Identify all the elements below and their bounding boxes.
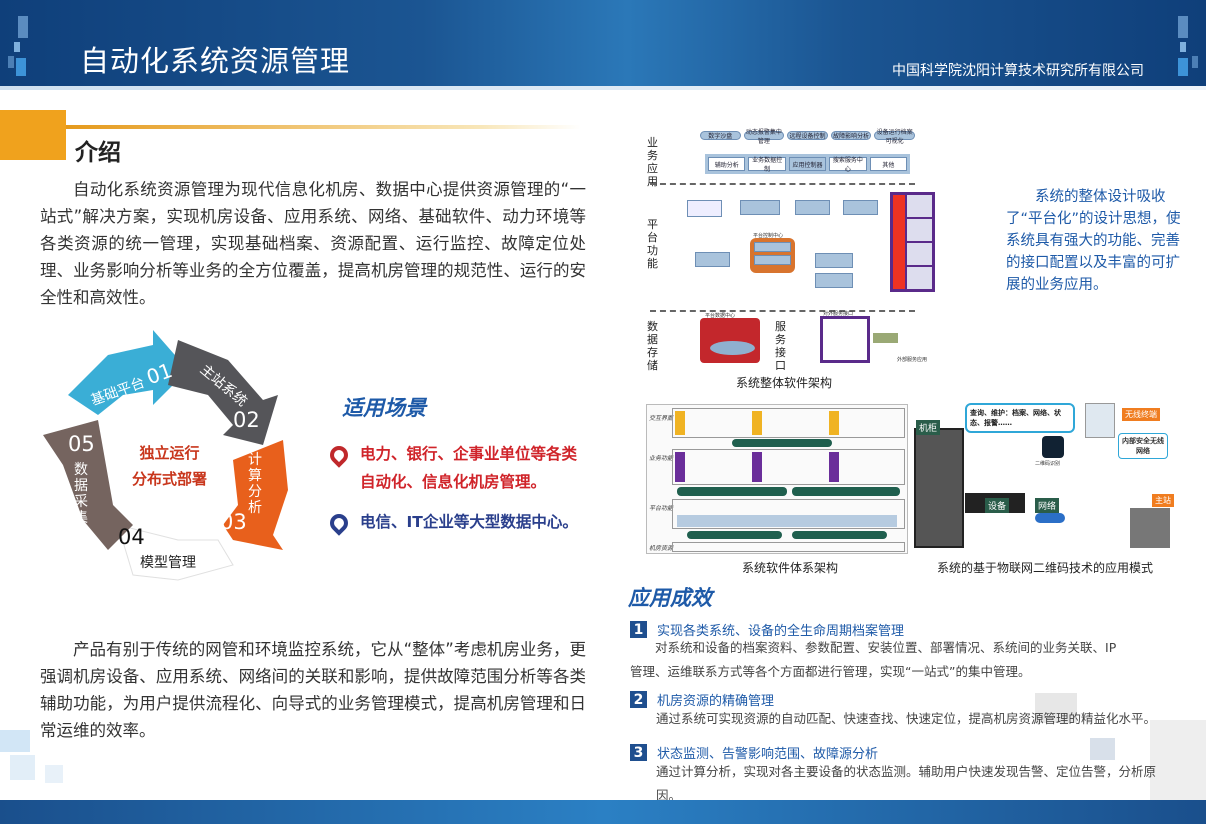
benefits-heading: 应用成效 bbox=[628, 586, 712, 610]
intro-heading: 介绍 bbox=[75, 140, 121, 166]
decorative-square bbox=[1150, 720, 1206, 800]
software-architecture-caption: 系统软件体系架构 bbox=[742, 561, 839, 575]
decorative-square bbox=[45, 765, 63, 783]
decorative-square bbox=[1090, 738, 1115, 760]
segment-04-shape bbox=[117, 524, 234, 581]
architecture-diagram: 业务应用 平台功能 数据存储 服务接口 数字沙盘 动态报警集中管理 远程设备控制… bbox=[645, 128, 935, 373]
segment-04-num: 04 bbox=[118, 525, 145, 549]
page-footer bbox=[0, 800, 1206, 824]
software-architecture-diagram: 交互界面 业务功能 平台功能 机房资源 bbox=[646, 404, 908, 554]
iot-caption: 系统的基于物联网二维码技术的应用模式 bbox=[937, 561, 1154, 575]
design-description: 系统的整体设计吸收了“平台化”的设计思想，使系统具有强大的功能、完善的接口配置以… bbox=[1006, 189, 1181, 293]
scenario-item: 电信、IT企业等大型数据中心。 bbox=[326, 508, 600, 536]
header-strip bbox=[0, 86, 1206, 90]
segment-02-num: 02 bbox=[233, 408, 260, 432]
cycle-center: 独立运行 分布式部署 bbox=[132, 444, 208, 488]
page-header: 自动化系统资源管理 中国科学院沈阳计算技术研究所有限公司 bbox=[0, 0, 1206, 86]
segment-02-shape bbox=[168, 340, 278, 445]
segment-05-num: 05 bbox=[68, 432, 95, 456]
decorative-square bbox=[0, 730, 30, 752]
scenarios-heading: 适用场景 bbox=[342, 396, 426, 420]
intro-paragraph: 自动化系统资源管理为现代信息化机房、数据中心提供资源管理的“一站式”解决方案，实… bbox=[40, 180, 586, 307]
page-title: 自动化系统资源管理 bbox=[80, 44, 351, 78]
segment-04-label: 模型管理 bbox=[140, 555, 196, 571]
architecture-caption: 系统整体软件架构 bbox=[736, 376, 833, 390]
decorative-square bbox=[1035, 693, 1077, 723]
section-divider bbox=[66, 125, 581, 129]
segment-03-num: 03 bbox=[220, 510, 247, 534]
cycle-diagram bbox=[43, 330, 288, 581]
scenario-item: 电力、银行、企事业单位等各类自动化、信息化机房管理。 bbox=[326, 440, 590, 496]
product-paragraph: 产品有别于传统的网管和环境监控系统，它从“整体”考虑机房业务，更强调机房设备、应… bbox=[40, 640, 586, 740]
segment-05-label: 数据采集 bbox=[74, 462, 88, 526]
company-name: 中国科学院沈阳计算技术研究所有限公司 bbox=[892, 63, 1144, 79]
iot-qr-diagram: 机柜 设备 网络 二维码识别 查询、维护：档案、网络、状态、报警…… 无线终端 … bbox=[900, 398, 1200, 553]
segment-05-shape bbox=[43, 420, 133, 550]
benefit-text-3: 通过计算分析，实现对各主要设备的状态监测。辅助用户快速发现告警、定位告警，分析原… bbox=[656, 764, 1157, 803]
section-marker bbox=[0, 110, 66, 160]
location-pin-icon bbox=[326, 510, 352, 536]
segment-01-shape bbox=[68, 330, 188, 415]
benefit-text-1: 对系统和设备的档案资料、参数配置、安装位置、部署情况、系统间的业务关联、IP管理… bbox=[630, 640, 1117, 679]
segment-03-shape bbox=[223, 440, 288, 550]
location-pin-icon bbox=[326, 442, 352, 468]
segment-03-label: 计算分析 bbox=[248, 452, 262, 516]
benefit-text-2: 通过系统可实现资源的自动匹配、快速查找、快速定位，提高机房资源管理的精益化水平。 bbox=[656, 711, 1157, 726]
decorative-square bbox=[10, 755, 35, 780]
